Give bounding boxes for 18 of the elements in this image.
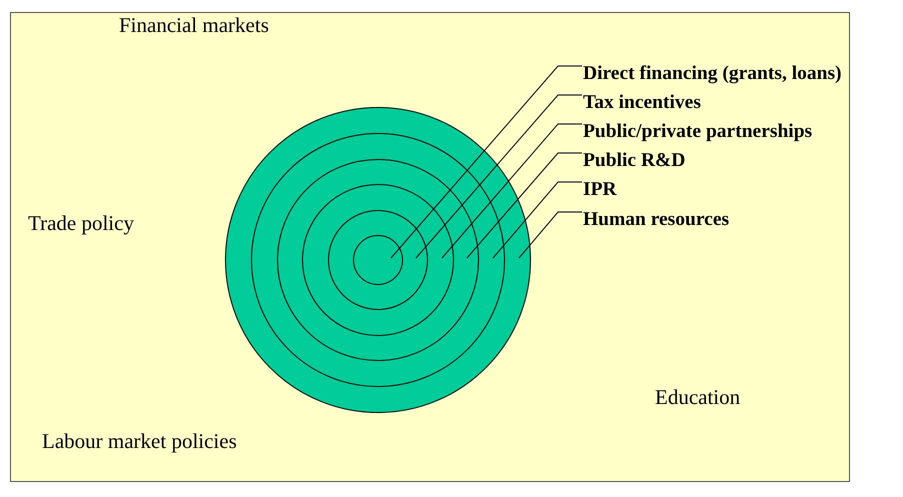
policy-area-label: Financial markets	[119, 13, 269, 38]
leader-line	[466, 152, 582, 258]
leader-line	[492, 182, 582, 258]
leader-line	[416, 94, 582, 258]
instrument-label: Public R&D	[583, 150, 686, 172]
ring-circle	[353, 235, 403, 285]
leader-line	[518, 212, 582, 258]
policy-area-label: Education	[655, 385, 740, 410]
policy-area-label: Trade policy	[28, 211, 134, 236]
instrument-label: Direct financing (grants, loans)	[583, 63, 842, 85]
policy-area-label: Labour market policies	[42, 429, 237, 454]
leader-line	[390, 66, 582, 258]
instrument-label: Human resources	[583, 209, 730, 231]
instrument-label: IPR	[583, 179, 617, 201]
instrument-label: Tax incentives	[583, 92, 701, 114]
instrument-label: Public/private partnerships	[583, 121, 812, 143]
leader-line	[442, 124, 582, 258]
background-panel	[10, 12, 850, 482]
